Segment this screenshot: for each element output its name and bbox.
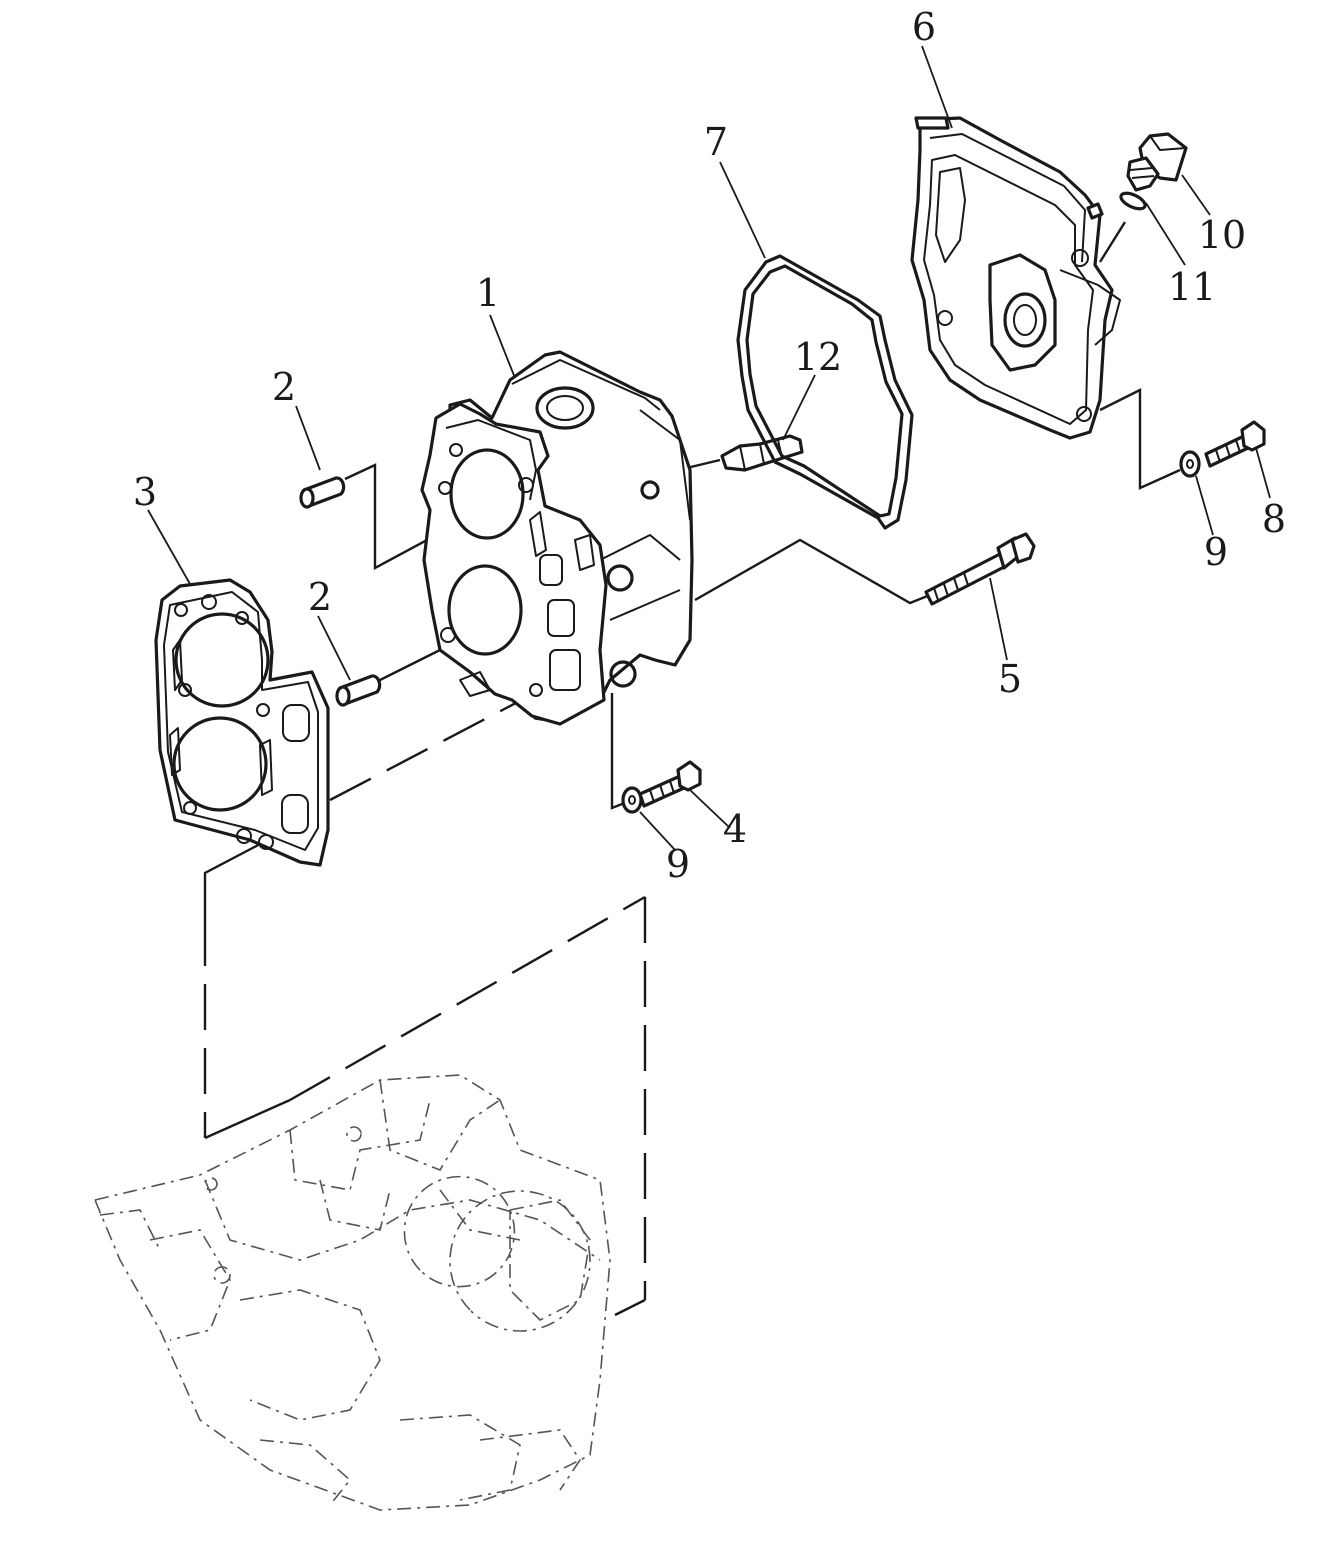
callout-labels: 1 2 2 3 4 5 6 7 8 9 9 10 11 12 [133,5,1286,886]
callout-4: 4 [723,807,747,851]
callout-leaders [147,45,1271,851]
callout-1: 1 [476,271,500,315]
engine-block-outline [93,1074,611,1511]
dowel-pin-upper [299,476,346,509]
rocker-cover [910,116,1121,440]
callout-9-lower: 9 [666,842,690,886]
callout-11: 11 [1168,265,1216,309]
head-gasket [154,578,330,867]
washer-lower [621,786,643,814]
temperature-sensor [720,434,804,472]
rocker-cover-gasket [736,254,914,530]
callout-7: 7 [704,120,728,164]
cover-bolt [1204,420,1266,468]
cylinder-head [420,350,694,726]
dowel-pin-lower [335,674,382,707]
washer-upper [1179,450,1201,478]
callout-3: 3 [133,470,157,514]
oil-filler-cap [1126,132,1188,192]
callout-10: 10 [1198,213,1246,257]
callout-2-lower: 2 [308,575,332,619]
callout-2-upper: 2 [272,365,296,409]
callout-6: 6 [912,5,936,49]
head-bolt-long [924,532,1036,606]
callout-12: 12 [794,335,842,379]
head-bolt-short [638,760,702,808]
callout-9-upper: 9 [1204,530,1228,574]
callout-8: 8 [1262,497,1286,541]
callout-5: 5 [998,657,1022,701]
o-ring [1119,191,1147,211]
